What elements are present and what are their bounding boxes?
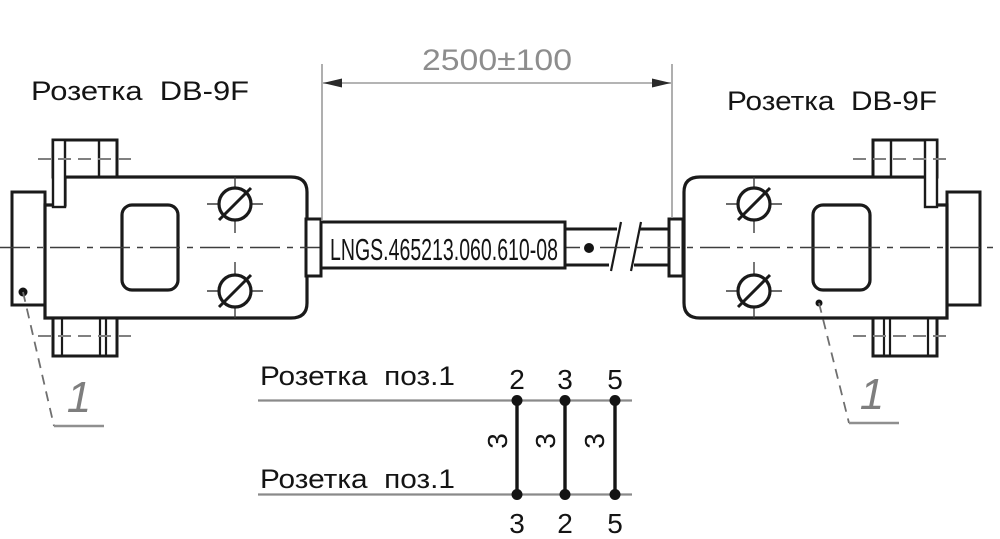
right-connector-title: Розетка DB-9F — [727, 86, 937, 116]
wire-number: 3 — [530, 433, 561, 449]
terminal-dot — [511, 489, 523, 500]
wiring-top-label: Розетка поз.1 — [260, 361, 455, 391]
right-top-lug-strip — [923, 138, 939, 209]
left-lug-centerlines — [38, 158, 137, 337]
wire-number: 3 — [579, 433, 610, 449]
screw-slash — [217, 273, 253, 309]
bottom-pin-number: 2 — [557, 508, 573, 539]
callout-left: 1 — [18, 287, 104, 428]
position-number: 1 — [860, 370, 884, 419]
terminal-dot — [559, 489, 571, 500]
dimension-text: 2500±100 — [422, 44, 572, 77]
terminal-dot — [609, 489, 621, 500]
screw-slash — [736, 186, 772, 222]
right-screw-top — [726, 177, 782, 233]
right-lug-centerlines — [853, 158, 952, 337]
wire-connections — [515, 400, 617, 495]
screw-slash — [736, 273, 772, 309]
cable-break-line — [609, 221, 623, 272]
cable-point — [584, 243, 594, 253]
terminal-dot — [511, 395, 523, 406]
cable-marking-box: LNGS.465213.060.610-08 — [319, 220, 567, 270]
cable — [565, 221, 670, 272]
arrowhead-right — [652, 78, 671, 88]
left-flange — [10, 190, 47, 307]
wire-number: 3 — [482, 433, 513, 449]
bottom-pin-number: 3 — [509, 508, 525, 539]
callout-right: 1 — [815, 299, 899, 425]
terminal-dot — [609, 395, 621, 406]
wiring-bottom-label: Розетка поз.1 — [260, 464, 455, 494]
bottom-pin-number: 5 — [607, 508, 623, 539]
marking-frame — [319, 220, 567, 270]
top-pin-number: 2 — [509, 364, 525, 395]
dimension: 2500±100 — [321, 44, 673, 221]
left-screw-top — [207, 177, 263, 233]
screw-slash — [217, 186, 253, 222]
left-connector-title: Розетка DB-9F — [31, 76, 249, 106]
top-pin-number: 3 — [557, 364, 573, 395]
leader-line — [818, 302, 850, 424]
left-screw-bottom — [207, 262, 263, 318]
arrowhead-left — [323, 78, 342, 88]
top-pin-number: 5 — [607, 364, 623, 395]
right-screw-bottom — [726, 262, 782, 318]
wiring-diagram: Розетка поз.1 Розетка поз.1 2 3 5 3 2 5 … — [258, 361, 632, 539]
wire-terminals — [511, 395, 621, 500]
cable-marking-text: LNGS.465213.060.610-08 — [330, 232, 558, 267]
leader-line — [22, 291, 55, 427]
position-number: 1 — [67, 373, 91, 422]
left-top-lug-strip — [51, 138, 67, 209]
right-flange — [945, 190, 982, 307]
terminal-dot — [559, 395, 571, 406]
